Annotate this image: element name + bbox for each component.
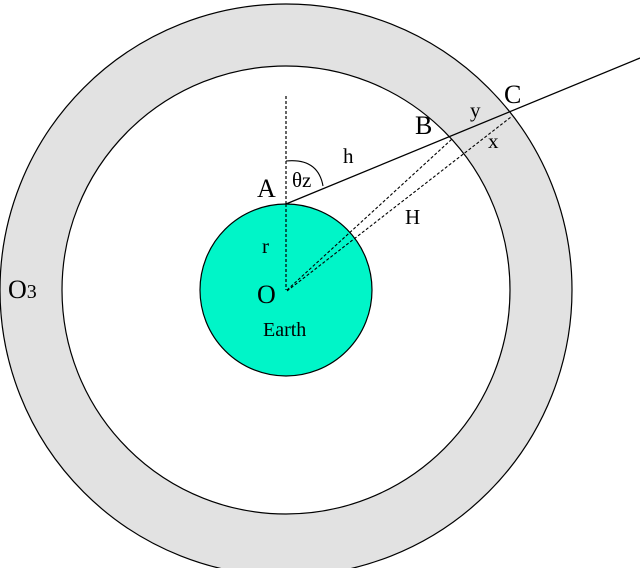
label-ozone-subscript: 3 — [27, 281, 37, 303]
zenith-angle-arc — [285, 160, 324, 187]
label-C: C — [504, 80, 521, 109]
ray-line-h — [285, 57, 640, 205]
label-ozone-O: O — [8, 275, 27, 304]
label-theta-z: θz — [292, 168, 311, 192]
label-B: B — [415, 111, 432, 140]
label-r: r — [262, 234, 269, 258]
label-ozone: O3 — [8, 275, 37, 304]
label-H: H — [405, 205, 420, 229]
label-y: y — [470, 98, 481, 122]
dashed-line-O-to-B — [286, 138, 453, 291]
label-earth: Earth — [263, 319, 306, 341]
label-h: h — [343, 144, 354, 168]
label-x: x — [488, 129, 499, 153]
label-A: A — [257, 174, 276, 203]
dashed-line-O-to-C — [286, 116, 512, 292]
label-O: O — [257, 280, 276, 309]
